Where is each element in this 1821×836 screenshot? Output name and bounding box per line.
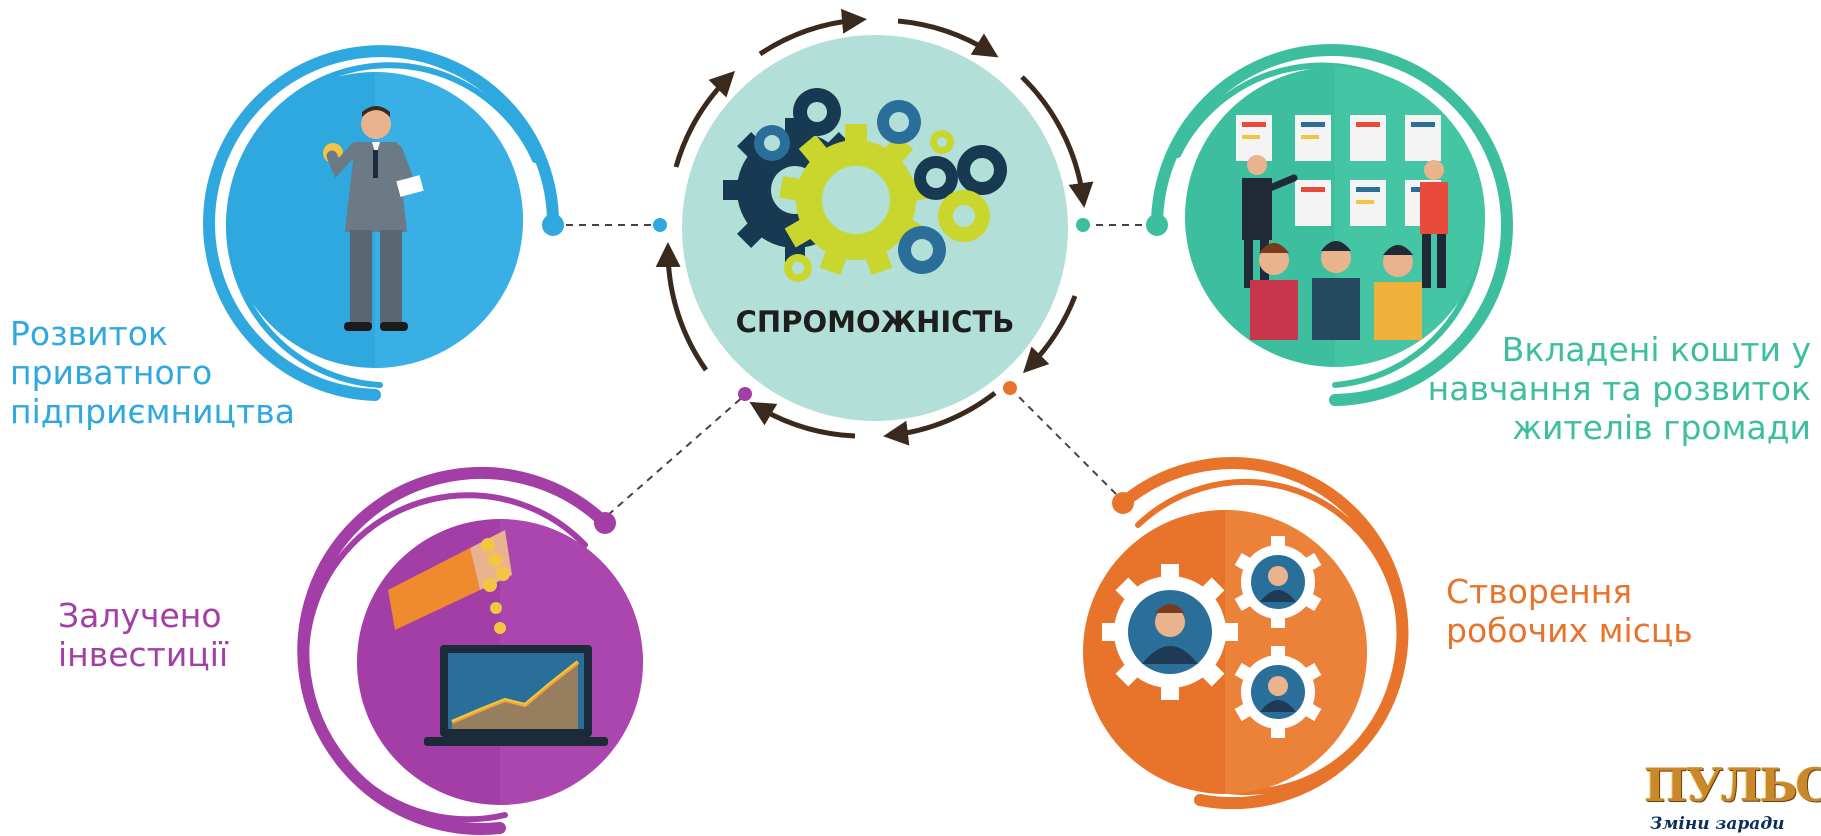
label-training-line-1: Вкладені кошти у (1501, 330, 1811, 369)
node-investments (297, 467, 643, 835)
presentation-icon (1236, 115, 1448, 340)
logo-name: ПУЛЬС (1644, 758, 1821, 812)
center-title: СПРОМОЖНІСТЬ (736, 305, 1015, 339)
label-jobs: Створення робочих місць (1446, 572, 1693, 650)
node-training (1151, 44, 1513, 406)
label-entrepreneurship-line-1: Розвиток (10, 314, 168, 353)
label-entrepreneurship-line-2: приватного (10, 353, 213, 392)
logo-tagline: Зміни заради (1650, 814, 1785, 834)
cycle-arrows (655, 8, 1094, 446)
label-entrepreneurship-line-3: підприємництва (10, 392, 295, 431)
pulse-logo: ПУЛЬС Зміни заради (1640, 758, 1821, 836)
gears-icon (723, 88, 1007, 282)
node-entrepreneurship (203, 45, 560, 401)
label-entrepreneurship: Розвиток приватного підприємництва (10, 314, 295, 431)
label-training-line-2: навчання та розвиток (1427, 369, 1811, 408)
node-jobs (1083, 457, 1409, 810)
businessman-icon (323, 106, 424, 331)
connector-orange (1009, 387, 1123, 501)
label-training-line-3: жителів громади (1512, 408, 1811, 447)
label-investments-line-1: Залучено (58, 596, 222, 635)
connectors (553, 224, 1155, 516)
connector-purple (607, 394, 746, 516)
investment-laptop-icon (388, 530, 608, 746)
label-jobs-line-1: Створення (1446, 572, 1633, 611)
team-gears-icon (1102, 536, 1322, 738)
label-investments: Залучено інвестиції (58, 596, 228, 674)
center-node: СПРОМОЖНІСТЬ (655, 8, 1094, 446)
label-jobs-line-2: робочих місць (1446, 611, 1693, 650)
label-training: Вкладені кошти у навчання та розвиток жи… (1428, 330, 1811, 447)
label-investments-line-2: інвестиції (58, 635, 229, 674)
